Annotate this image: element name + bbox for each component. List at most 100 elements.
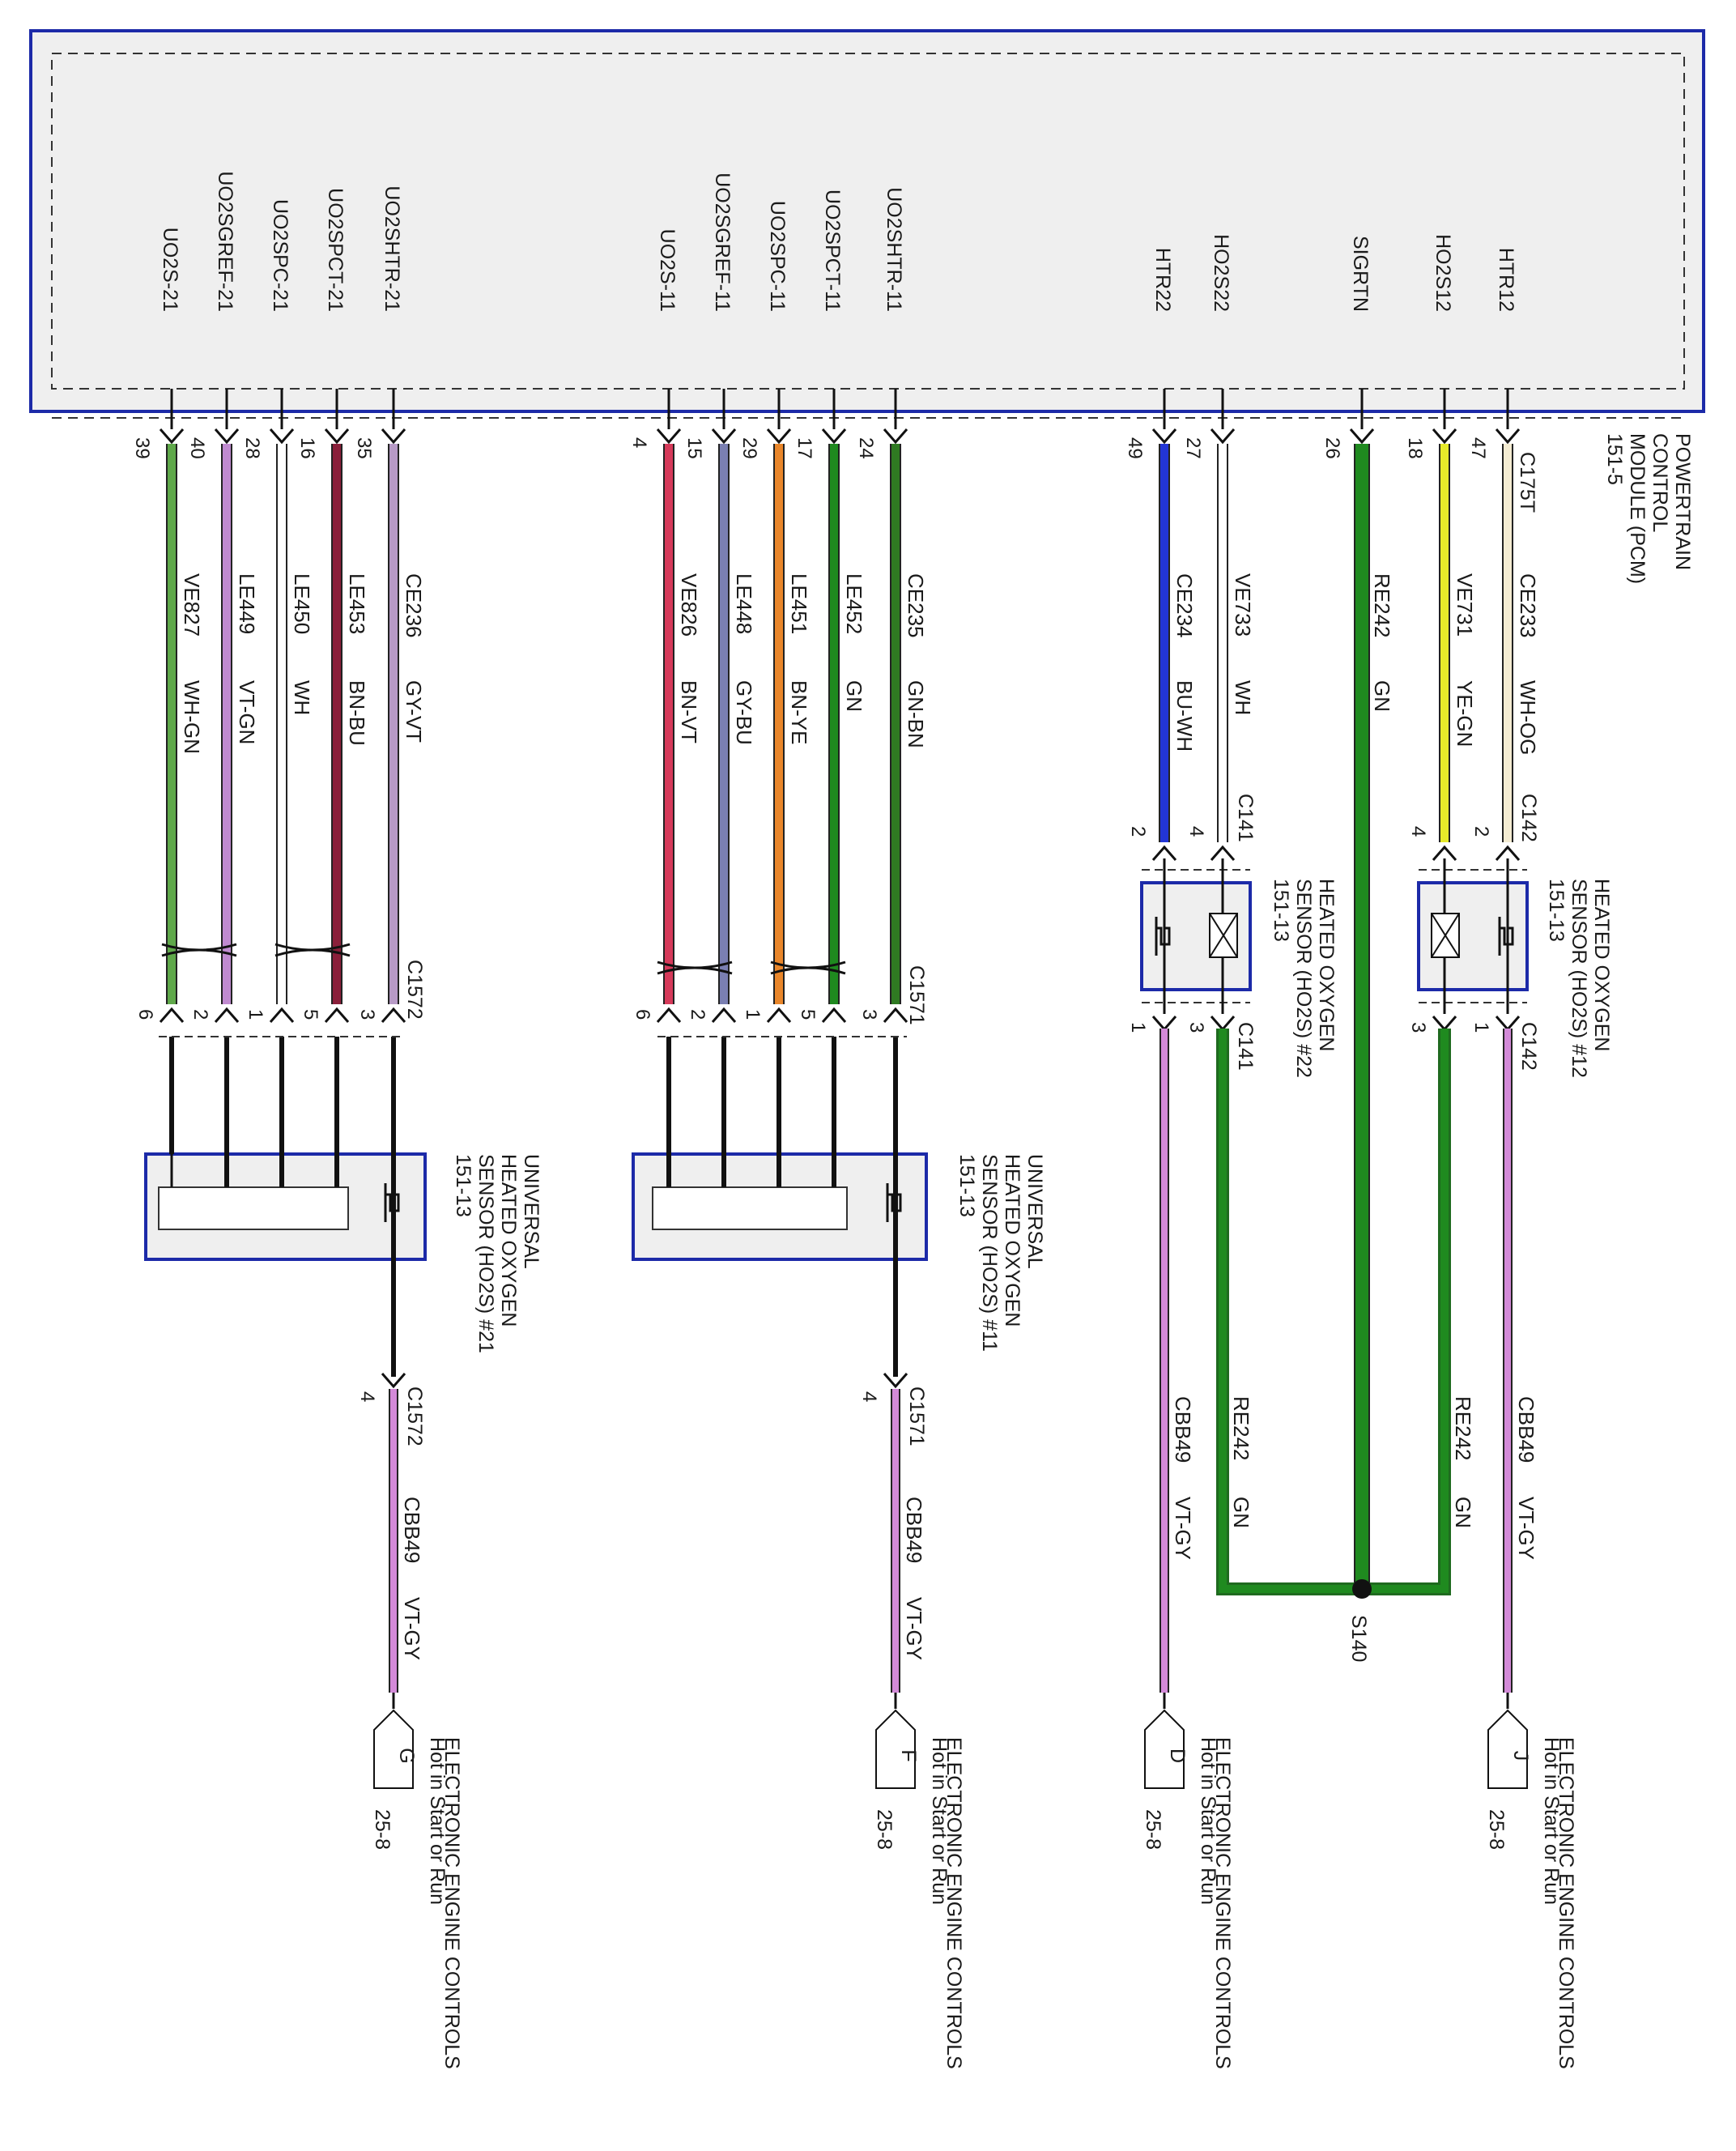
pcm-signal-label: UO2SHTR-11 (883, 187, 905, 312)
c1572-pin-1: 1 (245, 1009, 266, 1020)
connector-pin-arrow (656, 1007, 682, 1024)
c1571-lower-pin: 4 (858, 1391, 880, 1402)
terminal-shape (875, 1709, 916, 1789)
pcm-pin-arrow (1151, 428, 1177, 444)
pcm-signal-label: UO2SGREF-11 (711, 173, 734, 312)
upper-wire-circuit: CE235 (904, 573, 928, 638)
c1571-pin-6: 6 (632, 1009, 653, 1020)
cbb49-g-color: VT-GY (400, 1597, 424, 1660)
universal-sensor-21-label: UNIVERSAL HEATED OXYGEN SENSOR (HO2S) #2… (452, 1154, 542, 1353)
pcm-pin-number: 29 (738, 437, 760, 459)
uhos11-line-1: UNIVERSAL (1023, 1154, 1046, 1269)
terminal-ref: 25-8 (1142, 1809, 1164, 1850)
pcm-pin-number: 24 (855, 437, 877, 459)
uhos11-line-3: SENSOR (HO2S) #11 (978, 1154, 1001, 1352)
pcm-connector-label: C175T (1516, 452, 1538, 513)
pcm-signal-label: HTR12 (1495, 248, 1517, 312)
c141-bottom-label: C141 (1234, 1022, 1257, 1071)
terminal-hot-label: Hot in Start or Run (928, 1737, 951, 1905)
pcm-pin-arrow (766, 428, 792, 444)
c141-top-pin-2: 2 (1127, 826, 1149, 837)
connector-pin-arrow (214, 1007, 240, 1024)
c1571-pin-3: 3 (858, 1009, 880, 1020)
pcm-pin-arrow (1349, 428, 1375, 444)
c1571-pin-1: 1 (742, 1009, 764, 1020)
pcm-label: POWERTRAIN CONTROL MODULE (PCM) 151-5 (1603, 433, 1694, 584)
terminal-system-label: ELECTRONIC ENGINE CONTROLS (1211, 1737, 1234, 2069)
upper-wire-color: GN-BN (904, 680, 928, 748)
heated-sensor-12 (1417, 858, 1529, 1014)
c142-bottom-pin-3: 3 (1407, 1022, 1429, 1033)
hos22-line-1: HEATED OXYGEN (1315, 879, 1338, 1051)
pcm-name-line-4: 151-5 (1603, 433, 1626, 485)
terminal-system-label: ELECTRONIC ENGINE CONTROLS (440, 1737, 463, 2069)
pcm-signal-label: HTR22 (1151, 248, 1174, 312)
pcm-pin-arrow (324, 428, 350, 444)
re242-left-circuit: RE242 (1229, 1396, 1253, 1461)
upper-wires: VE827WH-GNLE449VT-GNLE450WHLE453BN-BUCE2… (159, 444, 1540, 1583)
upper-wire-circuit: CE233 (1516, 573, 1540, 638)
connector-pin-arrow (324, 1007, 350, 1024)
c1572-pin-6: 6 (134, 1009, 156, 1020)
cbb49-f-circuit: CBB49 (902, 1497, 926, 1563)
uhos11-line-2: HEATED OXYGEN (1001, 1154, 1023, 1327)
pcm-pin-number: 15 (683, 437, 705, 459)
pcm-name-line-2: CONTROL (1649, 433, 1671, 532)
splice-label: S140 (1347, 1615, 1370, 1662)
pcm-pin-number: 18 (1404, 437, 1426, 459)
terminal-letter: J (1509, 1751, 1532, 1761)
c1572-pin-3: 3 (356, 1009, 378, 1020)
upper-wire-color: WH (290, 680, 314, 715)
upper-wire-color: WH-OG (1516, 680, 1540, 755)
upper-wire-color: GN (1370, 680, 1394, 712)
upper-wire-color: WH (1231, 680, 1255, 715)
pcm-pin-arrow (1210, 428, 1236, 444)
pcm-pin-arrow (883, 428, 908, 444)
terminal-shape (1144, 1709, 1185, 1789)
upper-wire-color: GY-VT (402, 680, 426, 743)
pcm-signal-label: UO2SPC-11 (766, 201, 789, 312)
re242-right-circuit: RE242 (1451, 1396, 1475, 1461)
terminal-letter: D (1166, 1748, 1189, 1763)
universal-sensor-11 (632, 1036, 928, 1377)
lower-wires (389, 1029, 1513, 1693)
pcm-pin-arrow (821, 428, 847, 444)
pcm-pin-arrow (214, 428, 240, 444)
upper-wire-color: BU-WH (1172, 680, 1197, 752)
c1571-label: C1571 (905, 965, 928, 1025)
upper-wire-color: WH-GN (180, 680, 204, 754)
pcm-signal-label: UO2SPCT-21 (324, 188, 347, 312)
twisted-pair-marks (161, 943, 846, 975)
connector-pin-arrow (159, 1007, 185, 1024)
c141-top-label: C141 (1234, 794, 1257, 842)
connector-pin-arrow (269, 1007, 295, 1024)
upper-wire-circuit: CE236 (402, 573, 426, 638)
uhos21-line-4: 151-13 (452, 1154, 474, 1217)
c142-bottom-pin-1: 1 (1470, 1022, 1492, 1033)
pcm-pins: UO2S-2139UO2SGREF-2140UO2SPC-2128UO2SPCT… (131, 171, 1521, 459)
hos12-line-1: HEATED OXYGEN (1590, 879, 1613, 1051)
pcm-pin-number: 26 (1321, 437, 1343, 459)
pcm-pin-number: 27 (1182, 437, 1204, 459)
pcm-signal-label: UO2SPCT-11 (821, 190, 844, 312)
terminal-system-label: ELECTRONIC ENGINE CONTROLS (1555, 1737, 1577, 2069)
pcm-pin-number: 28 (241, 437, 263, 459)
c1572-label: C1572 (403, 960, 426, 1020)
c1572-lower-label: C1572 (403, 1386, 426, 1446)
sensor-out-arrow (1432, 1015, 1457, 1031)
universal-sensor-11-label: UNIVERSAL HEATED OXYGEN SENSOR (HO2S) #1… (955, 1154, 1046, 1352)
terminal-shape (373, 1709, 414, 1789)
pcm-name-line-1: POWERTRAIN (1671, 433, 1694, 570)
terminal-letter: G (395, 1748, 418, 1763)
pcm-pin-number: 17 (794, 437, 815, 459)
pcm-pin-number: 49 (1124, 437, 1146, 459)
upper-wire-circuit: LE453 (345, 573, 369, 634)
upper-wire-color: VT-GN (235, 680, 259, 744)
cbb49-d-color: VT-GY (1171, 1497, 1195, 1560)
uhos21-line-1: UNIVERSAL (520, 1154, 542, 1269)
pcm-pin-number: 47 (1467, 437, 1489, 459)
heated-sensor-22-label: HEATED OXYGEN SENSOR (HO2S) #22 151-13 (1270, 879, 1338, 1078)
c142-bottom-label: C142 (1517, 1022, 1540, 1071)
c1571-pin-5: 5 (797, 1009, 819, 1020)
